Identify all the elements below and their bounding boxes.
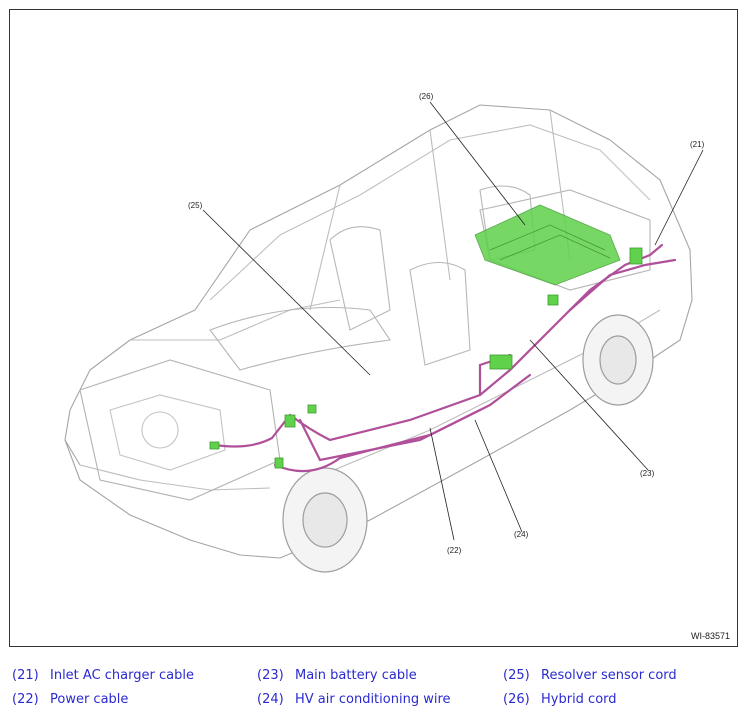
battery-pack: [474, 204, 621, 286]
legend-text: Power cable: [50, 692, 129, 707]
legend-number: (24): [257, 692, 284, 707]
legend-text: HV air conditioning wire: [295, 692, 451, 707]
hv-components: [209, 204, 643, 469]
legend-item-22: (22) Power cable: [12, 692, 128, 707]
figure-code: WI-83571: [690, 631, 730, 641]
legend-number: (25): [503, 668, 530, 683]
legend-number: (21): [12, 668, 39, 683]
legend-text: Hybrid cord: [541, 692, 617, 707]
callout-23: (23): [640, 469, 655, 478]
legend: (21) Inlet AC charger cable (22) Power cab…: [12, 668, 742, 718]
legend-item-25: (25) Resolver sensor cord: [503, 668, 677, 683]
callout-26: (26): [419, 92, 434, 101]
legend-item-21: (21) Inlet AC charger cable: [12, 668, 194, 683]
legend-text: Inlet AC charger cable: [50, 668, 194, 683]
callout-24: (24): [514, 530, 529, 539]
callout-21: (21): [690, 140, 705, 149]
legend-item-24: (24) HV air conditioning wire: [257, 692, 451, 707]
diagram-frame: (21) (22) (23) (24) (25) (26) WI-83571: [9, 9, 738, 647]
legend-item-23: (23) Main battery cable: [257, 668, 417, 683]
legend-number: (23): [257, 668, 284, 683]
callout-25: (25): [188, 201, 203, 210]
legend-item-26: (26) Hybrid cord: [503, 692, 617, 707]
legend-number: (26): [503, 692, 530, 707]
callout-22: (22): [447, 546, 462, 555]
legend-number: (22): [12, 692, 39, 707]
legend-text: Main battery cable: [295, 668, 417, 683]
charger-inlet-box: [629, 247, 643, 265]
wheels: [282, 314, 654, 573]
vehicle-wiring-illustration: (21) (22) (23) (24) (25) (26): [64, 92, 705, 573]
callout-leaders: [202, 101, 704, 541]
junction-box: [489, 354, 513, 370]
legend-text: Resolver sensor cord: [541, 668, 677, 683]
